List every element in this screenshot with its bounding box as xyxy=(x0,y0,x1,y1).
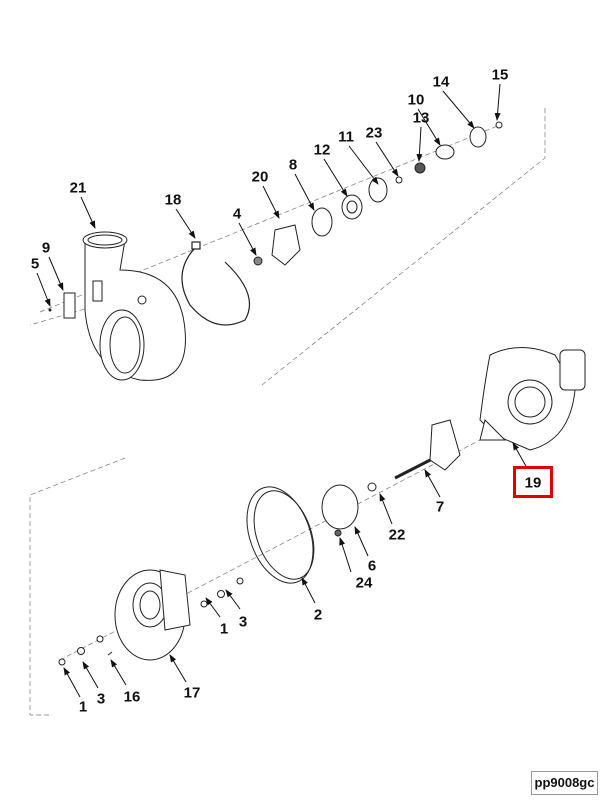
callout-17: 17 xyxy=(183,684,201,702)
seal-ring xyxy=(395,176,403,184)
callout-3: 3 xyxy=(238,613,248,631)
callout-14: 14 xyxy=(432,73,450,91)
callout-15: 15 xyxy=(491,66,509,84)
nut xyxy=(253,256,263,266)
callout-18: 18 xyxy=(164,191,182,209)
callout-2: 2 xyxy=(313,606,323,624)
pin xyxy=(107,651,113,656)
callout-6: 6 xyxy=(367,557,377,575)
callout-16: 16 xyxy=(123,688,141,706)
reference-code: pp9008gc xyxy=(531,771,598,795)
callout-12: 12 xyxy=(313,141,331,159)
thrust-collar xyxy=(414,162,426,174)
retaining-ring xyxy=(181,241,251,326)
callout-1: 1 xyxy=(219,620,229,638)
nut xyxy=(217,590,225,598)
callout-3-lower: 3 xyxy=(96,690,106,708)
turbine-housing xyxy=(479,347,586,451)
callout-19[interactable]: 19 xyxy=(524,474,542,492)
turbine-wheel-shaft xyxy=(394,419,461,480)
callout-20: 20 xyxy=(251,168,269,186)
screw xyxy=(48,308,52,312)
piston-ring xyxy=(367,482,377,492)
compressor-wheel xyxy=(271,224,301,266)
lock-nut xyxy=(495,121,503,129)
leader-arrows xyxy=(36,83,528,698)
callout-11: 11 xyxy=(338,128,354,146)
v-band-clamp xyxy=(246,486,314,584)
thrust-bearing xyxy=(435,144,455,160)
highlight-box xyxy=(513,466,553,498)
callout-10: 10 xyxy=(407,91,425,109)
oil-deflector xyxy=(469,126,487,148)
callout-23: 23 xyxy=(365,124,383,142)
nameplate xyxy=(63,292,76,319)
callout-13: 13 xyxy=(412,109,430,127)
dashed-frame xyxy=(29,108,546,716)
callout-22: 22 xyxy=(388,526,406,544)
callout-5: 5 xyxy=(30,255,40,273)
nut xyxy=(77,647,85,655)
snap-ring xyxy=(311,207,333,237)
callout-4: 4 xyxy=(232,205,242,223)
nut xyxy=(334,529,342,537)
callout-9: 9 xyxy=(41,239,51,257)
seal xyxy=(200,600,208,608)
callout-24: 24 xyxy=(355,574,373,592)
callout-21: 21 xyxy=(69,179,87,197)
compressor-housing xyxy=(82,231,186,381)
callout-8: 8 xyxy=(288,156,298,174)
callout-7: 7 xyxy=(435,498,445,516)
callout-1-lower: 1 xyxy=(78,698,88,716)
heat-shield xyxy=(321,484,359,530)
o-ring xyxy=(368,177,388,203)
